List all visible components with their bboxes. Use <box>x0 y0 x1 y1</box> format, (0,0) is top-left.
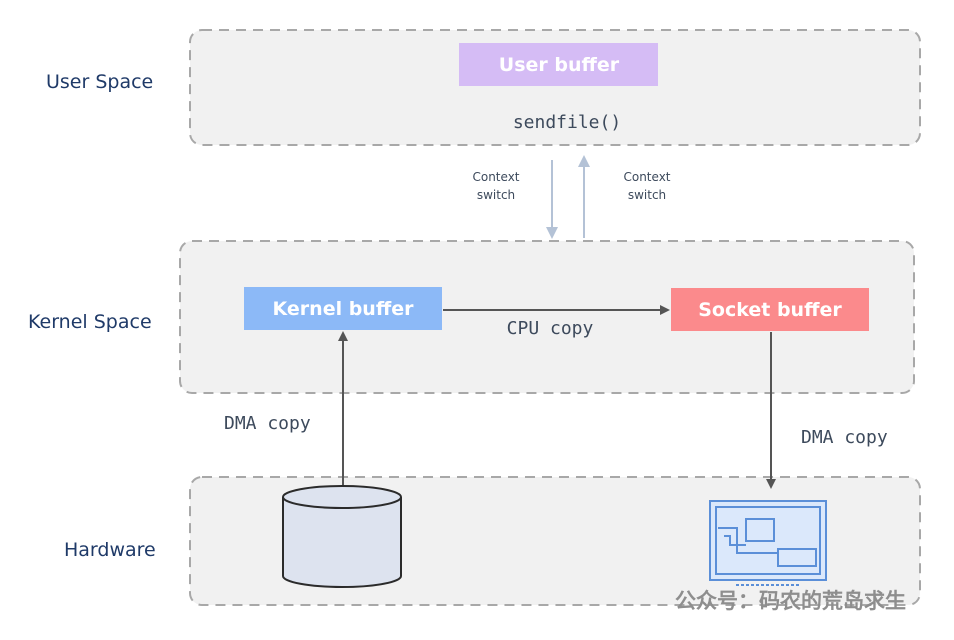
disk-icon <box>282 485 402 588</box>
dma-copy-left-label: DMA copy <box>224 413 311 434</box>
context-switch-right-line2: switch <box>628 188 666 202</box>
cpu-copy-label: CPU copy <box>507 318 594 339</box>
user-space-panel <box>189 29 921 146</box>
hardware-label: Hardware <box>64 539 156 561</box>
kernel-buffer-label: Kernel buffer <box>273 298 415 320</box>
dma-copy-right-label: DMA copy <box>801 427 888 448</box>
network-card-icon <box>709 500 827 586</box>
context-switch-left-line2: switch <box>477 188 515 202</box>
watermark: 公众号：码农的荒岛求生 <box>675 589 906 613</box>
socket-buffer-label: Socket buffer <box>698 299 842 321</box>
kernel-buffer-box <box>244 287 442 330</box>
kernel-space-panel <box>179 240 915 394</box>
user-space-label: User Space <box>46 71 153 93</box>
kernel-space-label: Kernel Space <box>28 311 152 333</box>
context-switch-right-line1: Context <box>623 170 670 184</box>
user-buffer-label: User buffer <box>499 54 620 76</box>
sendfile-label: sendfile() <box>513 112 621 133</box>
user-buffer-box <box>459 43 658 86</box>
socket-buffer-box <box>671 288 869 331</box>
context-switch-left-line1: Context <box>472 170 519 184</box>
